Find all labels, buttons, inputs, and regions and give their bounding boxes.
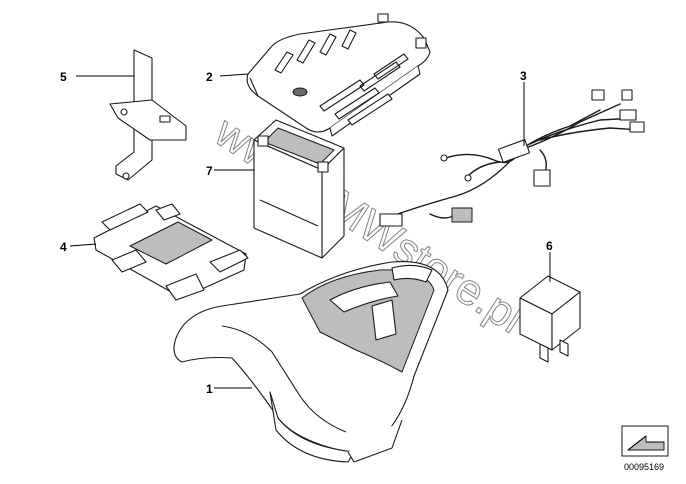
leader-lines (69, 73, 551, 389)
part-number-5: 5 (60, 70, 67, 84)
diagram-code: 00095169 (624, 462, 664, 472)
part-number-6: 6 (546, 239, 553, 253)
battery-cover-part[interactable] (246, 13, 431, 137)
orientation-arrow-icon (621, 425, 669, 457)
bracket-part[interactable] (109, 49, 187, 181)
part-number-1: 1 (206, 382, 213, 396)
battery-part[interactable] (253, 119, 345, 259)
part-number-4: 4 (60, 240, 67, 254)
part-number-2: 2 (206, 70, 213, 84)
wiring-harness-part[interactable] (379, 89, 645, 227)
part-number-3: 3 (520, 69, 527, 83)
relay-part[interactable] (519, 275, 581, 363)
storage-tray-part[interactable] (173, 261, 449, 463)
part-number-7: 7 (206, 164, 213, 178)
battery-holder-part[interactable] (93, 203, 249, 301)
